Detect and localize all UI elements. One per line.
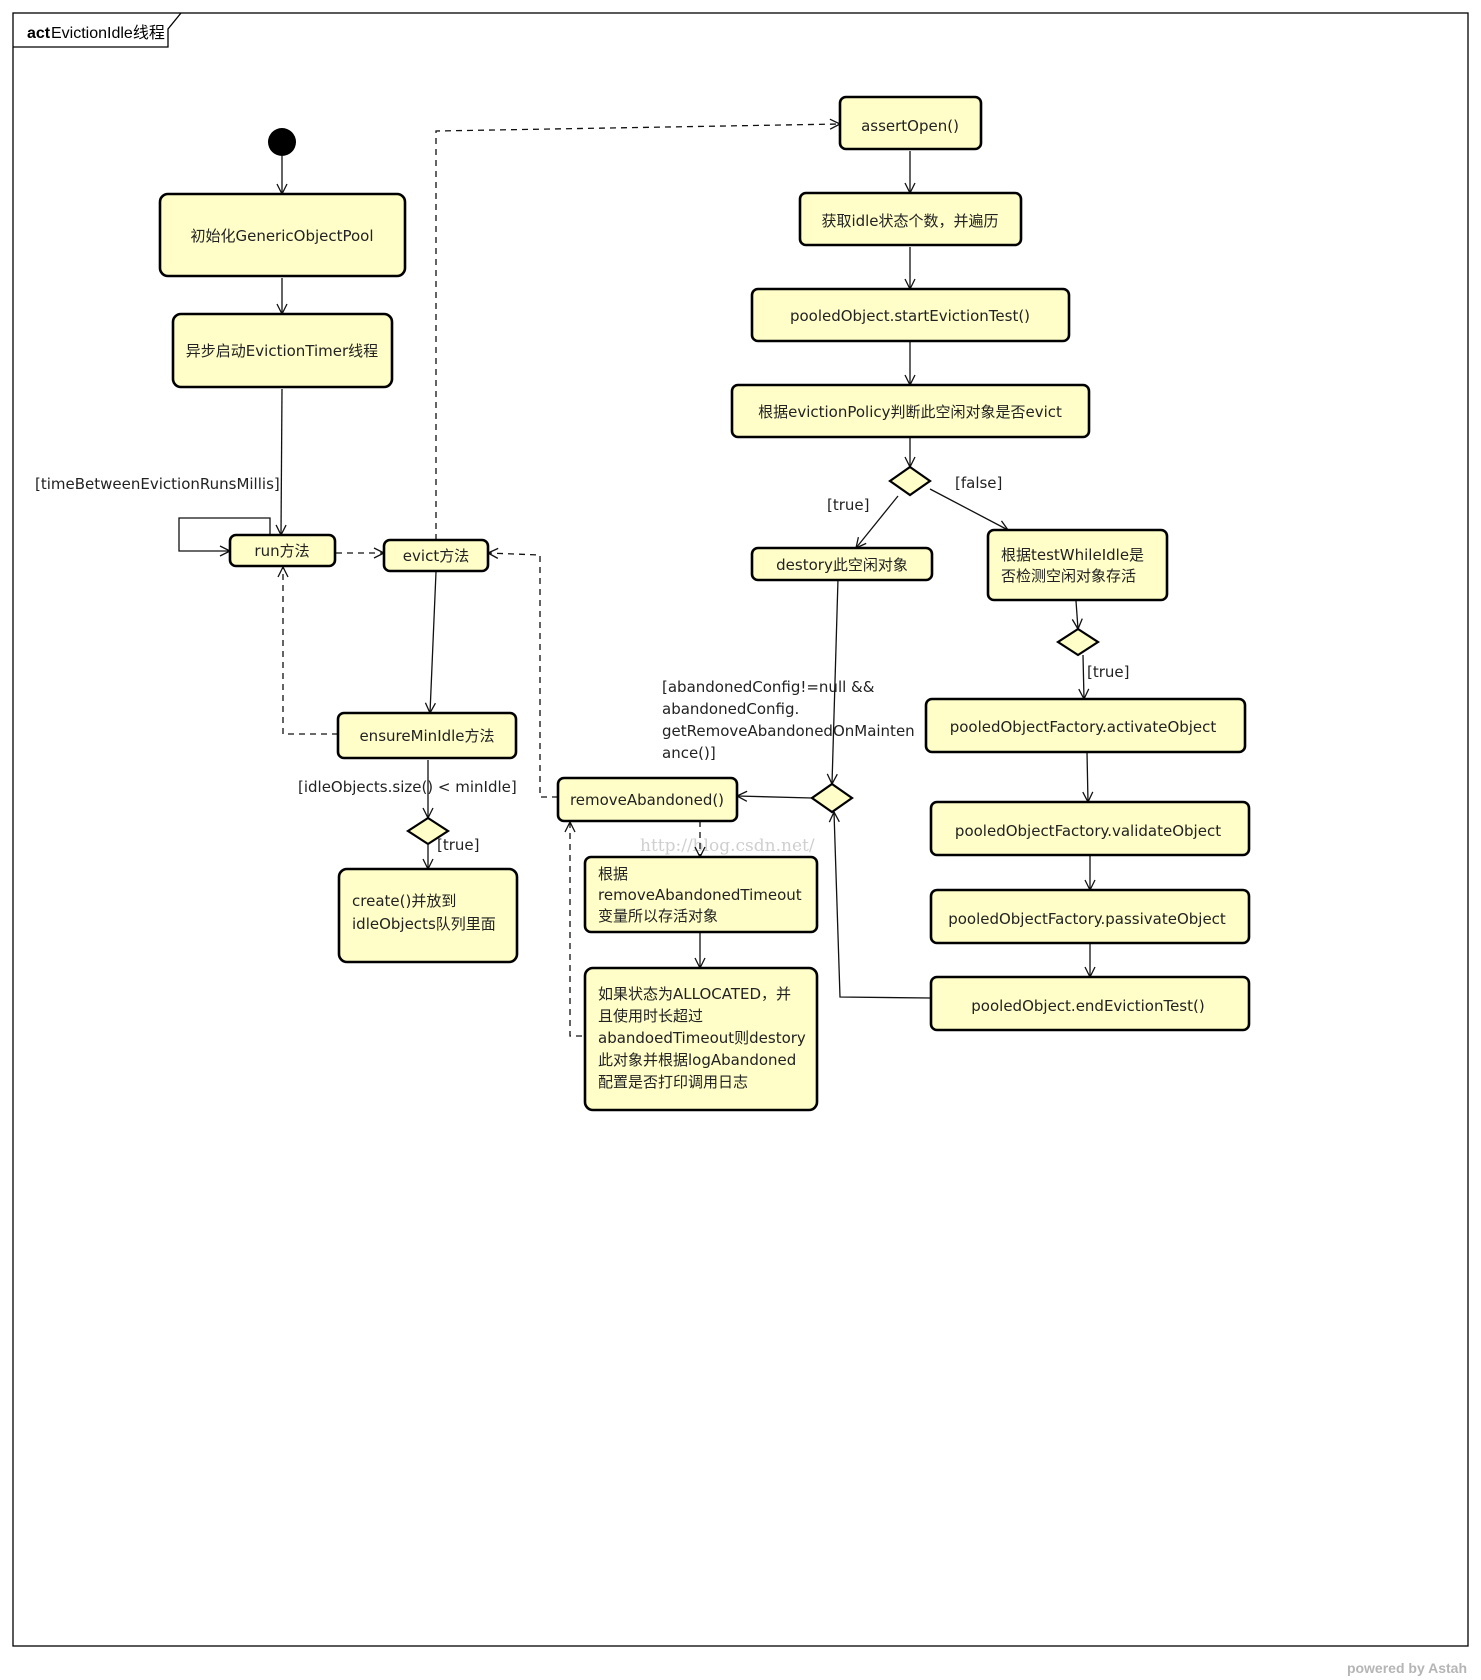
node-end-eviction-test (929, 975, 1251, 1032)
decision-min-idle (405, 816, 451, 846)
node-destroy-idle (750, 546, 934, 582)
edge-decision-destroy (856, 495, 899, 548)
footer-powered-by: powered by Astah (1346, 1660, 1467, 1676)
guard-time-between: [timeBetweenEvictionRunsMillis] (35, 475, 280, 493)
guard-false-test: [false] (955, 474, 1002, 492)
node-assert-open (838, 95, 983, 151)
edge-test-decision2 (1076, 600, 1078, 629)
edge-async-run (281, 388, 282, 535)
edge-evict-ensure (430, 571, 437, 713)
edge-ifallocated-remove (570, 822, 582, 1037)
edge-ensure-run (283, 567, 338, 735)
decision-evict (888, 465, 932, 497)
node-passivate-object-label: pooledObjectFactory.passivateObject (948, 910, 1226, 928)
node-async-eviction-timer-label: 异步启动EvictionTimer线程 (186, 342, 378, 360)
node-validate-object (929, 800, 1251, 857)
guard-true-activate: [true] (1087, 663, 1130, 681)
node-evict-method (382, 538, 490, 573)
edges (178, 124, 1090, 1037)
edge-remove-evict (488, 553, 558, 798)
node-by-timeout-label-3: 变量所以存活对象 (598, 907, 718, 925)
node-run-method-label: run方法 (254, 542, 309, 560)
node-activate-object (924, 697, 1247, 754)
edge-end-merge (834, 812, 931, 999)
node-test-while-idle-label: 根据testWhileIdle是 (1001, 546, 1144, 564)
initial-node (268, 128, 296, 156)
edge-evict-assertopen (435, 124, 840, 540)
node-async-eviction-timer (171, 312, 394, 389)
guard-true-destroy: [true] (827, 496, 870, 514)
guard-true-create: [true] (437, 836, 480, 854)
node-init-pool-label: 初始化GenericObjectPool (190, 227, 373, 245)
node-if-allocated-label-3: abandoedTimeout则destory (598, 1029, 806, 1047)
edge-decision2-activate (1083, 654, 1084, 699)
node-if-allocated-label: 如果状态为ALLOCATED，并 (598, 985, 791, 1003)
node-test-while-idle-label-2: 否检测空闲对象存活 (1001, 567, 1136, 585)
guard-abandoned-3: getRemoveAbandonedOnMainten (662, 722, 915, 740)
node-remove-abandoned (556, 776, 739, 823)
diagram-frame (12, 12, 1469, 1647)
node-validate-object-label: pooledObjectFactory.validateObject (955, 822, 1221, 840)
edge-merge-remove (737, 796, 813, 798)
node-get-idle-count-label: 获取idle状态个数，并遍历 (821, 212, 998, 230)
node-create-label-2: idleObjects队列里面 (352, 915, 496, 933)
node-if-allocated-label-2: 且使用时长超过 (598, 1007, 703, 1025)
node-ensure-min-idle (336, 711, 518, 760)
node-by-timeout-label-2: removeAbandonedTimeout (598, 886, 802, 904)
node-init-pool (158, 192, 407, 278)
frame-kind: act (27, 25, 51, 42)
node-judge-evict-label: 根据evictionPolicy判断此空闲对象是否evict (758, 403, 1062, 421)
node-assert-open-label: assertOpen() (861, 117, 959, 135)
node-end-eviction-test-label: pooledObject.endEvictionTest() (971, 997, 1204, 1015)
frame-title: EvictionIdle线程 (51, 24, 165, 42)
guard-abandoned-2: abandonedConfig. (662, 700, 799, 718)
node-ensure-min-idle-label: ensureMinIdle方法 (359, 727, 494, 745)
node-start-eviction-test-label: pooledObject.startEvictionTest() (790, 307, 1030, 325)
guard-abandoned: [abandonedConfig!=null && (662, 678, 875, 696)
node-remove-abandoned-label: removeAbandoned() (570, 791, 724, 809)
guard-idle-size: [idleObjects.size() < minIdle] (298, 778, 517, 796)
node-create-label: create()并放到 (352, 892, 456, 910)
edge-activate-validate (1087, 751, 1088, 802)
decision-test-while-idle (1055, 627, 1101, 657)
decision-abandoned-merge (810, 782, 854, 814)
node-by-timeout-label: 根据 (598, 865, 628, 883)
node-activate-object-label: pooledObjectFactory.activateObject (950, 718, 1217, 736)
guard-abandoned-4: ance()] (662, 744, 716, 762)
node-start-eviction-test (750, 287, 1071, 343)
edge-run-self-loop (178, 517, 271, 551)
frame-title-tab (13, 12, 182, 48)
node-evict-method-label: evict方法 (403, 547, 469, 565)
node-get-idle-count (798, 191, 1023, 247)
node-destroy-idle-label: destory此空闲对象 (776, 556, 908, 574)
node-run-method (228, 533, 337, 568)
node-test-while-idle (986, 528, 1169, 602)
node-if-allocated (583, 966, 819, 1112)
node-if-allocated-label-4: 此对象并根据logAbandoned (598, 1051, 796, 1069)
node-if-allocated-label-5: 配置是否打印调用日志 (598, 1073, 748, 1091)
node-by-timeout (583, 855, 819, 934)
node-judge-evict (730, 383, 1091, 439)
node-passivate-object (929, 888, 1251, 945)
edge-destroy-merge (832, 578, 839, 784)
node-create (337, 867, 519, 964)
edge-decision-test (929, 488, 1008, 530)
watermark: http://blog.csdn.net/ (640, 836, 815, 856)
